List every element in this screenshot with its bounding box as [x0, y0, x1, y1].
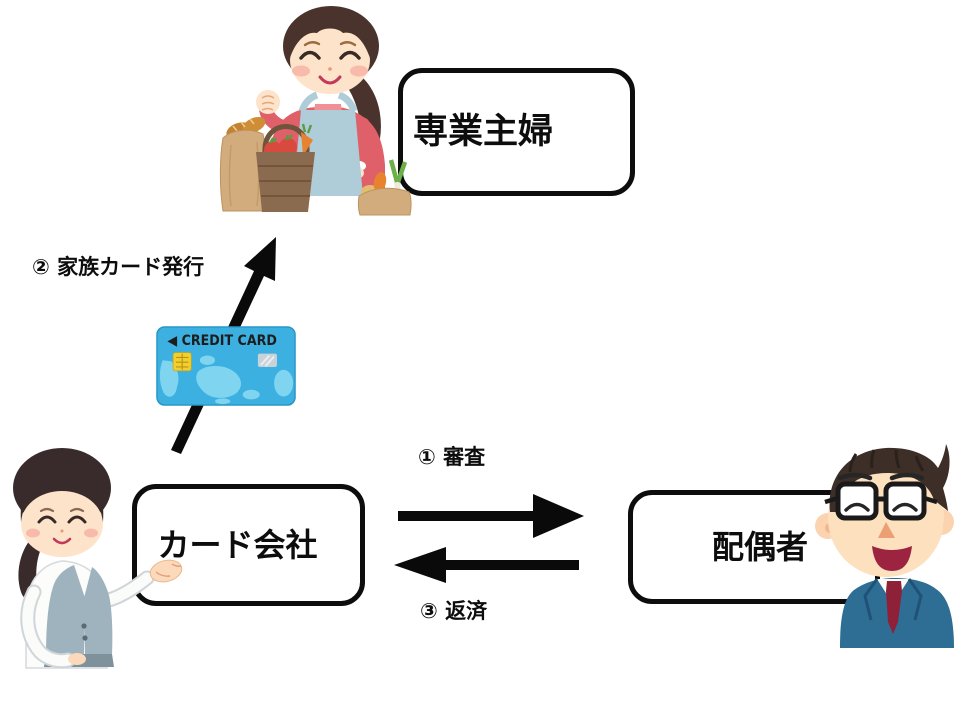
credit-card-chip	[172, 352, 192, 372]
businessman-face-features	[837, 472, 925, 571]
card-company-node-label: カード会社	[157, 526, 318, 564]
housewife-face-features	[292, 41, 368, 85]
clerk-face-features	[26, 507, 98, 545]
businessman-illustration	[815, 444, 954, 648]
housewife-node: 専業主婦	[398, 68, 635, 196]
housewife-groceries	[219, 116, 412, 216]
housewife-node-label: 専業主婦	[413, 111, 554, 152]
clerk-bangs	[20, 465, 104, 522]
spouse-node-label: 配偶者	[711, 528, 808, 566]
credit-card-illustration: ◀ CREDIT CARD	[156, 326, 296, 406]
card-company-node: カード会社	[132, 484, 365, 606]
credit-card-hologram	[257, 353, 277, 367]
housewife-illustration	[219, 6, 412, 216]
repayment-label: ③ 返済	[420, 599, 488, 623]
credit-card-world-map	[159, 355, 294, 405]
screening-label: ① 審査	[418, 445, 486, 469]
businessman-suit	[840, 578, 954, 648]
screening-arrow	[398, 494, 584, 538]
clerk-face	[21, 491, 103, 557]
family-card-issue-label: ② 家族カード発行	[32, 255, 205, 279]
clerk-body	[20, 559, 183, 669]
repayment-arrow	[394, 547, 579, 583]
credit-card-brand-text: ◀ CREDIT CARD	[167, 333, 277, 349]
credit-card-body	[156, 326, 296, 406]
card-company-clerk-illustration	[13, 448, 183, 669]
housewife-bangs	[289, 15, 371, 58]
